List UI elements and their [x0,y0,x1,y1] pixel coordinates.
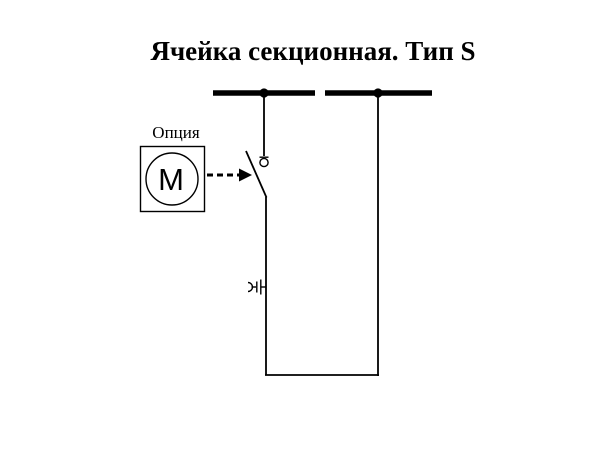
motor-drive-option: Опция M [139,123,252,213]
busbar-section-1 [213,88,315,98]
capacitive-voltage-tap-symbol [247,279,266,295]
switch-blade [245,150,268,198]
motor-letter: M [158,162,184,197]
disconnector-switch-symbol [245,95,269,198]
motor-symbol [145,152,199,206]
option-label: Опция [152,123,200,142]
diagram-title: Ячейка секционная. Тип S [150,36,475,66]
busbar-left-junction-dot [259,88,269,98]
dashed-arrow-icon [239,168,252,182]
busbar-section-2 [325,88,432,98]
busbar-right-junction-dot [373,88,383,98]
switch-fixed-contact-ring [259,157,269,168]
motor-option-box [139,145,206,213]
